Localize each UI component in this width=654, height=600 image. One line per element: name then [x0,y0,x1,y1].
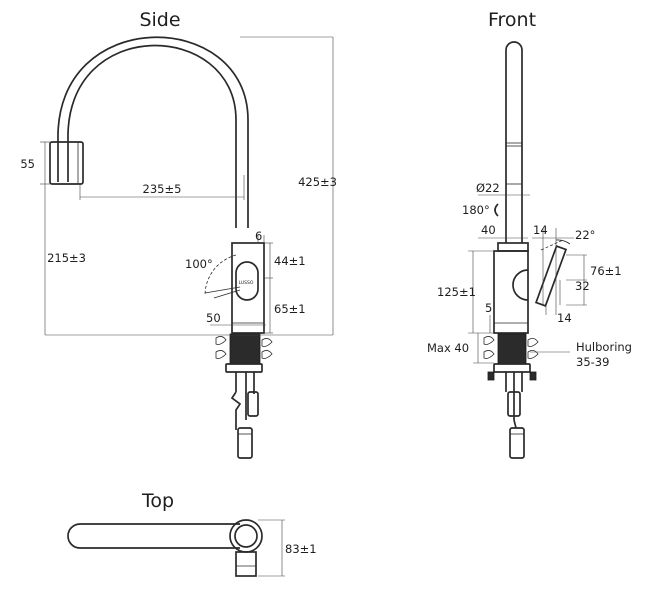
top-spout [67,519,263,577]
front-tap-body [493,250,529,334]
front-hose-connector [509,427,525,459]
front-lever [534,245,568,307]
side-spout [49,36,249,228]
hole-range: 35-39 [576,355,609,369]
front-mounting [483,333,539,459]
dim-44: 44±1 [274,254,306,268]
dim-reach: 235±5 [143,182,182,196]
side-hose-connector [237,427,253,459]
side-deck-nut [229,333,261,365]
dim-base-dia: 50 [206,311,221,325]
dim-125: 125±1 [437,285,476,299]
dim-14-top: 14 [533,223,548,237]
dim-14-bottom: 14 [557,311,572,325]
side-spray-head [49,141,84,185]
hole-label: Hulboring [576,340,632,354]
top-view: Top 83±1 [67,490,317,577]
dim-depth: 83±1 [285,542,317,556]
dim-body-dia: 40 [481,223,496,237]
front-view-title: Front [488,9,536,31]
side-view: Side LUSSO [20,9,337,459]
dim-215: 215±3 [47,251,86,265]
dim-32: 32 [575,279,590,293]
dim-max-deck: Max 40 [427,341,469,355]
dim-76: 76±1 [590,264,622,278]
dim-5: 5 [485,301,492,315]
dim-lever-thickness: 6 [255,229,262,243]
side-body: LUSSO [204,242,265,334]
dim-spout-dia: Ø22 [476,181,500,195]
side-logo: LUSSO [239,280,254,286]
dim-65: 65±1 [274,302,306,316]
front-dimensions: Ø22 180° 40 14 22° 76±1 125±1 5 32 14 Ma… [427,181,632,369]
dim-lever-angle: 100° [185,257,213,271]
dim-lever-tilt: 22° [575,228,595,242]
top-dimensions: 83±1 [258,519,317,577]
dim-total-height: 425±3 [298,175,337,189]
dim-spout-height: 55 [20,157,35,171]
top-lever [235,551,257,577]
front-deck-nut [497,333,527,365]
front-view: Front [427,9,632,459]
top-view-title: Top [141,490,174,512]
front-spout [505,41,523,243]
swivel-arrow-icon [494,203,499,217]
side-mounting [215,333,273,459]
side-view-title: Side [139,9,180,31]
side-dimensions: 55 235±5 425±3 215±3 6 100° 44±1 65±1 50 [20,36,337,336]
side-lever [235,261,259,301]
dim-swivel: 180° [462,203,490,217]
